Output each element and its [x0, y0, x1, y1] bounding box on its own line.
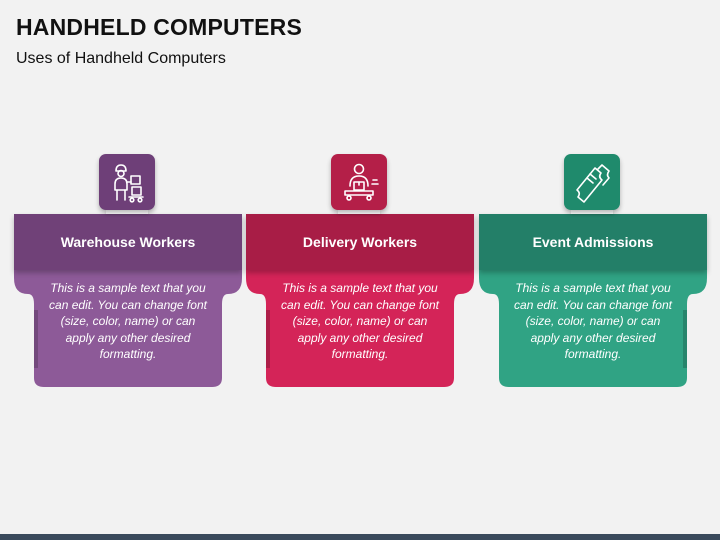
tickets-icon	[564, 154, 620, 210]
card-warehouse-workers: Warehouse Workers This is a sample text …	[14, 152, 242, 387]
card-event-admissions: Event Admissions This is a sample text t…	[479, 152, 707, 387]
card-heading: Warehouse Workers	[14, 214, 242, 270]
slide-subtitle: Uses of Handheld Computers	[16, 50, 226, 67]
card-body-background	[14, 270, 242, 387]
card-description: This is a sample text that you can edit.…	[514, 281, 672, 361]
card-body-background	[246, 270, 474, 387]
card-heading: Event Admissions	[479, 214, 707, 270]
delivery-worker-icon	[331, 154, 387, 210]
icon-connector	[571, 210, 613, 214]
card-heading: Delivery Workers	[246, 214, 474, 270]
slide-title: HANDHELD COMPUTERS	[16, 14, 302, 40]
icon-connector	[338, 210, 380, 214]
icon-connector	[106, 210, 148, 214]
footer-bar	[0, 534, 720, 540]
card-delivery-workers: Delivery Workers This is a sample text t…	[246, 152, 474, 387]
card-description: This is a sample text that you can edit.…	[49, 281, 207, 361]
card-body-background	[479, 270, 707, 387]
card-description: This is a sample text that you can edit.…	[281, 281, 439, 361]
warehouse-worker-icon	[99, 154, 155, 210]
